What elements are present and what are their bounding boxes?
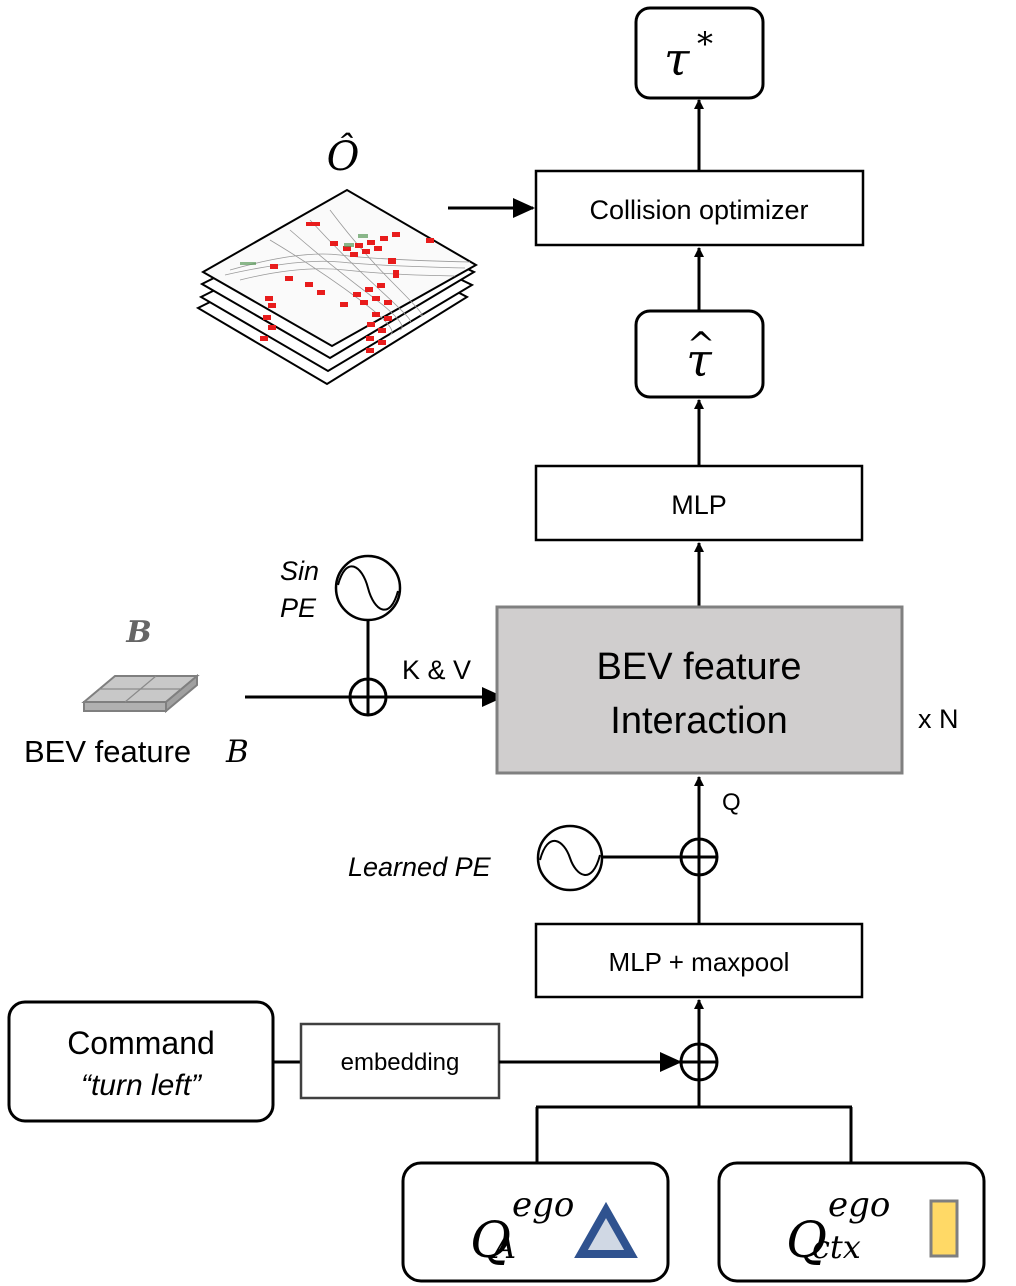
q-ctx-ego-node: Q ego ctx [717, 1161, 986, 1283]
road-lines [224, 209, 471, 336]
add-command-icon [679, 1042, 719, 1082]
tau-hat-node: τ ^ [634, 309, 765, 399]
q-a-subscript: A [490, 1228, 516, 1266]
q-ctx-base: Q [786, 1211, 827, 1269]
collision-optimizer-node: Collision optimizer [534, 169, 865, 247]
add-q-icon [679, 837, 719, 877]
q-a-superscript: ego [512, 1185, 574, 1225]
add-kv-icon [348, 677, 388, 717]
bev-interaction-node: BEV feature Interaction [495, 605, 904, 775]
bev-feature-label-symbol: B [225, 734, 249, 770]
repeat-n-label: x N [918, 704, 959, 734]
o-hat-label: Ô [327, 133, 360, 180]
tau-hat-symbol: τ [686, 333, 713, 387]
bev-interaction-line1: BEV feature [597, 646, 802, 688]
q-ctx-subscript: ctx [812, 1228, 861, 1266]
mlp-node: MLP [534, 464, 864, 542]
occupancy-prediction-stack: Ô [195, 133, 479, 386]
sin-pe-label-1: Sin [280, 556, 319, 586]
q-a-base: Q [470, 1211, 511, 1269]
q-label: Q [722, 789, 741, 816]
bev-plate-front [83, 701, 167, 712]
mlp-maxpool-node: MLP + maxpool [534, 922, 864, 999]
kv-label: K & V [402, 655, 471, 685]
query-merge-connector [535, 1080, 853, 1163]
bev-feature-input: B BEV feature B [24, 615, 249, 770]
command-node: Command “turn left” [7, 1000, 275, 1123]
collision-optimizer-label: Collision optimizer [589, 195, 808, 225]
bev-feature-label: BEV feature [24, 734, 191, 769]
bev-plate-side [165, 673, 198, 714]
context-rect-icon [929, 1199, 959, 1258]
tau-hat-accent: ^ [687, 325, 716, 365]
command-label: Command [67, 1025, 215, 1061]
sin-pe-label-2: PE [280, 593, 317, 623]
tau-star-node: τ * [634, 6, 765, 100]
embedding-node: embedding [299, 1022, 501, 1100]
bev-b-symbol: B [125, 615, 151, 650]
mlp-label: MLP [671, 490, 727, 520]
learned-pe-label: Learned PE [348, 852, 492, 882]
q-ctx-superscript: ego [828, 1185, 890, 1225]
learned-pe-block: Learned PE [348, 824, 681, 892]
tau-star-symbol: τ [664, 32, 691, 86]
sin-pe-block: Sin PE [280, 554, 402, 697]
mlp-maxpool-label: MLP + maxpool [609, 947, 790, 977]
occupied-cells [260, 222, 434, 353]
agent-triangle-icon [574, 1201, 638, 1258]
occupied-cells-green [240, 234, 368, 265]
q-a-ego-node: Q ego A [401, 1161, 670, 1283]
bev-interaction-line2: Interaction [610, 700, 787, 742]
command-value: “turn left” [81, 1069, 203, 1102]
tau-star-superscript: * [697, 25, 713, 63]
embedding-label: embedding [341, 1049, 460, 1076]
